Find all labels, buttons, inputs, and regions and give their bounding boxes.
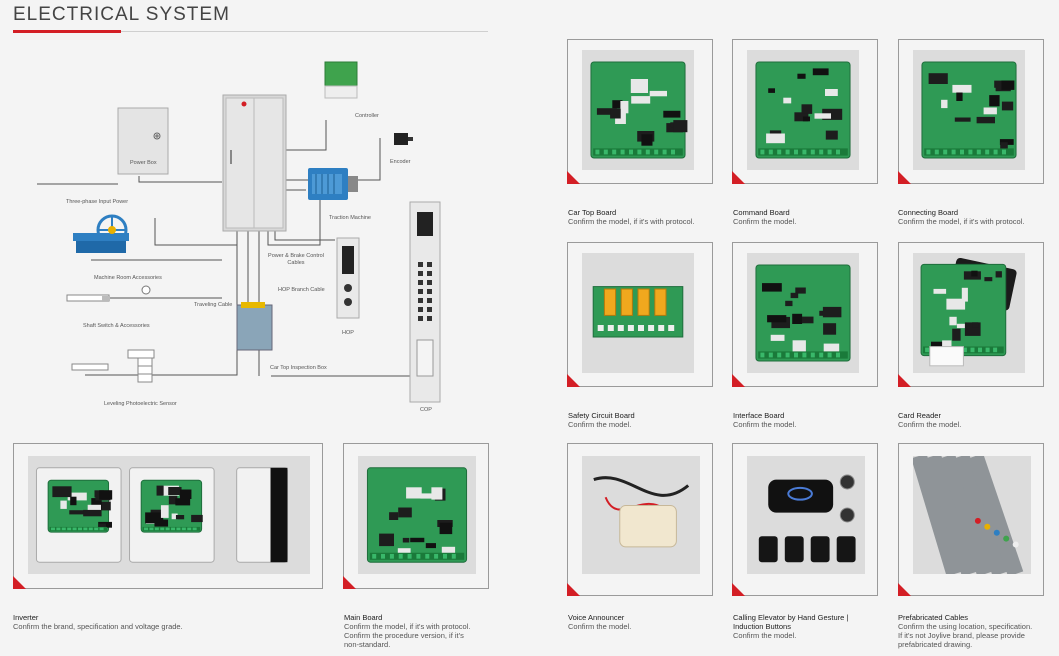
- label-power-box: Power Box: [130, 160, 157, 166]
- corner-accent: [732, 171, 745, 184]
- product-description: Confirm the model, if it's with protocol…: [898, 217, 1025, 226]
- label-machine-room: Machine Room Accessories: [94, 275, 162, 281]
- corner-accent: [567, 583, 580, 596]
- pcb-board-icon: [358, 456, 476, 574]
- card-safety-circuit-board: [567, 242, 713, 387]
- controller-device: [324, 61, 358, 99]
- pcb-board-icon: [747, 50, 859, 170]
- product-description: Confirm the model.: [568, 622, 632, 631]
- traction-machine-device: [308, 168, 358, 200]
- wiring-diagram-svg: [37, 61, 441, 403]
- product-description: Confirm the model.: [733, 217, 797, 226]
- label-shaft-switch: Shaft Switch & Accessories: [83, 323, 150, 329]
- card-card-reader: ))): [898, 242, 1044, 387]
- product-title: Main Board: [344, 613, 383, 622]
- product-description: Confirm the model, if it's with protocol…: [344, 622, 471, 649]
- corner-accent: [567, 374, 580, 387]
- label-traveling-cable: Traveling Cable: [194, 302, 233, 308]
- product-title: Command Board: [733, 208, 790, 217]
- corner-accent: [13, 576, 26, 589]
- corner-accent: [343, 576, 356, 589]
- product-title: Calling Elevator by Hand Gesture | Induc…: [733, 613, 849, 631]
- label-hop-branch-cable: HOP Branch Cable: [278, 287, 325, 293]
- product-description: Confirm the using location, specificatio…: [898, 622, 1033, 649]
- product-title: Prefabricated Cables: [898, 613, 969, 622]
- control-cabinet: [222, 94, 287, 232]
- hop-device: [336, 237, 360, 319]
- flat-cables-icon: [913, 456, 1031, 574]
- card-prefabricated-cables: [898, 443, 1044, 596]
- product-description: Confirm the model, if it's with protocol…: [568, 217, 695, 226]
- shaft-switch-device: [66, 285, 151, 302]
- electrical-system-diagram: Controller Power Box Encoder Three-phase…: [0, 40, 500, 440]
- label-encoder: Encoder: [390, 159, 411, 165]
- title-rule: [13, 31, 488, 32]
- label-three-phase-input: Three-phase Input Power: [66, 199, 129, 205]
- card-main-board: [343, 443, 489, 589]
- pcb-board-icon: [747, 253, 859, 373]
- corner-accent: [567, 171, 580, 184]
- card-calling-elevator: [732, 443, 878, 596]
- card-connecting-board: [898, 39, 1044, 184]
- corner-accent: [898, 374, 911, 387]
- power-box: [117, 107, 169, 175]
- card-inverter: [13, 443, 323, 589]
- title-accent-bar: [13, 30, 121, 33]
- leveling-sensor-device: [71, 349, 155, 383]
- product-title: Card Reader: [898, 411, 941, 420]
- corner-accent: [732, 583, 745, 596]
- label-controller: Controller: [355, 113, 379, 119]
- product-description: Confirm the brand, specification and vol…: [13, 622, 183, 631]
- label-car-top-inspection-box: Car Top Inspection Box: [270, 365, 327, 371]
- product-title: Car Top Board: [568, 208, 617, 217]
- card-car-top-board: [567, 39, 713, 184]
- car-top-inspection-box: [236, 302, 273, 351]
- label-hop: HOP: [342, 330, 354, 336]
- product-title: Inverter: [13, 613, 39, 622]
- card-interface-board: [732, 242, 878, 387]
- product-description: Confirm the model.: [568, 420, 632, 429]
- product-description: Confirm the model.: [733, 420, 797, 429]
- pcb-board-icon: [582, 50, 694, 170]
- label-traction-machine: Traction Machine: [329, 215, 371, 221]
- product-title: Interface Board: [733, 411, 785, 420]
- label-power-brake-cables: Power & Brake Control Cables: [268, 253, 324, 266]
- cop-device: [409, 201, 441, 403]
- caption-calling-elevator: Calling Elevator by Hand Gesture | Induc…: [733, 613, 848, 640]
- induction-buttons-icon: [747, 456, 865, 574]
- product-description: Confirm the model.: [898, 420, 962, 429]
- product-title: Safety Circuit Board: [568, 411, 635, 420]
- corner-accent: [732, 374, 745, 387]
- encoder-device: [394, 133, 413, 145]
- card-command-board: [732, 39, 878, 184]
- page-title: ELECTRICAL SYSTEM: [13, 4, 230, 25]
- machine-room-accessories-device: [73, 214, 129, 253]
- card-reader-icon: ))): [913, 253, 1025, 373]
- label-cop: COP: [420, 407, 432, 413]
- product-title: Voice Announcer: [568, 613, 625, 622]
- pcb-board-icon: [913, 50, 1025, 170]
- speaker-box-icon: [582, 456, 700, 574]
- corner-accent: [898, 583, 911, 596]
- product-title: Connecting Board: [898, 208, 959, 217]
- inverter-icon: [28, 456, 310, 574]
- product-description: Confirm the model.: [733, 631, 797, 640]
- label-leveling-sensor: Leveling Photoelectric Sensor: [104, 401, 177, 407]
- relay-board-icon: [582, 253, 694, 373]
- corner-accent: [898, 171, 911, 184]
- card-voice-announcer: [567, 443, 713, 596]
